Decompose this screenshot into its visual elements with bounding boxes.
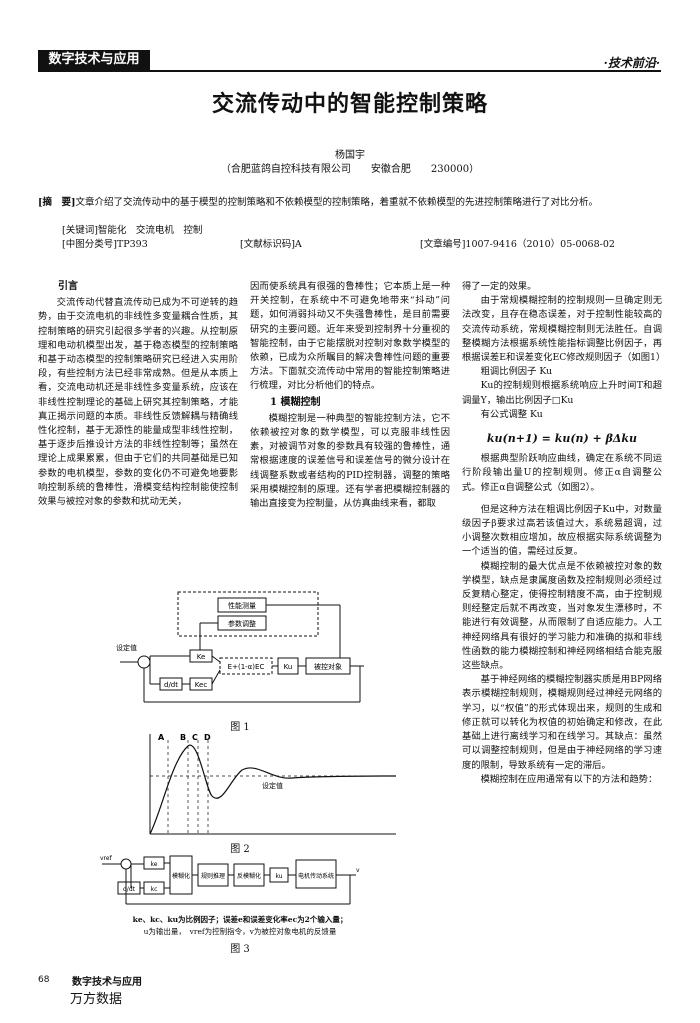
page-number: 68 <box>38 975 50 985</box>
setpoint-label: 设定值 <box>116 643 137 652</box>
figure-2-step-response: A B C D 设定值 <box>149 733 397 835</box>
ke-label: Ke <box>197 653 206 661</box>
affiliation: （合肥蓝鸽自控科技有限公司 安徽合肥 230000） <box>220 164 480 175</box>
figure-1-caption: 图 1 <box>230 722 250 733</box>
abstract-label: [摘 要] <box>38 197 76 208</box>
kc-label: kc <box>151 886 158 893</box>
paragraph: Ku的控制规则根据系统响应上升时间T和超调量Y，输出比例因子□Ku <box>462 380 662 406</box>
paragraph: 模糊控制在应用通常有以下的方法和趋势： <box>480 773 658 785</box>
paragraph: 模糊控制的最大优点是不依赖被控对象的数学模型，缺点是隶属度函数及控制规则必须经过… <box>462 560 662 672</box>
column-label: ·技术前沿· <box>603 56 660 70</box>
ddt-label: d/dt <box>164 681 178 689</box>
paragraph: 由于常规模糊控制的控制规则一旦确定则无法改变，且存在稳态误差，对于控制性能较高的… <box>462 295 666 364</box>
keywords: [关键词]智能化 交流电机 控制 <box>62 225 203 236</box>
param-adjust-label: 参数调整 <box>228 619 256 628</box>
ke-label: ke <box>151 861 158 868</box>
column-3: 得了一定的效果。 由于常规模糊控制的控制规则一旦确定则无法改变，且存在稳态误差，… <box>462 280 666 787</box>
section-heading-intro: 引言 <box>58 281 78 292</box>
ku-label: ku <box>275 873 282 880</box>
paragraph: 基于神经网络的模糊控制器实质是用BP网络表示模糊控制规则，模糊规则经过神经元网络… <box>462 674 662 771</box>
label-d: D <box>204 733 211 742</box>
column-1: 引言 交流传动代替直流传动已成为不可逆转的趋势，由于交流电机的非线性多变量耦合性… <box>38 280 238 509</box>
abstract: [摘 要]文章介绍了交流传动中的基于模型的控制策略和不依赖模型的控制策略，着重就… <box>38 196 660 209</box>
document-code: [文献标识码]A <box>240 239 302 250</box>
paragraph: 粗调比例因子 Ku <box>480 366 553 378</box>
response-curve <box>149 744 397 835</box>
paragraph: 根据典型阶跃响应曲线，确定在系统不同运行阶段输出量U的控制规则。修正α自调整公式… <box>462 453 662 493</box>
label-a: A <box>158 733 165 742</box>
paper-title: 交流传动中的智能控制策略 <box>211 91 488 117</box>
vref-label: vref <box>100 855 113 862</box>
section-heading-fuzzy: 1 模糊控制 <box>270 396 321 408</box>
header-rule <box>38 70 661 72</box>
kec-label: Kec <box>195 681 208 689</box>
ku-label: Ku <box>284 663 293 671</box>
label-c: C <box>192 733 198 742</box>
motor-drive-label: 电机传动系统 <box>298 872 334 880</box>
label-b: B <box>180 733 186 742</box>
paragraph: 得了一定的效果。 <box>462 281 537 292</box>
setpoint-label: 设定值 <box>262 781 283 790</box>
figure-1-block-diagram: 性能测量 参数调整 设定值 Ke Kec d/dt E+(1-α)EC Ku 被… <box>116 591 364 703</box>
figure-3-block-diagram: vref ke kc d/dt 模糊化 规则推理 反模糊化 ku 电机传动系统 … <box>100 855 360 905</box>
v-label: v <box>356 867 360 874</box>
fuzzy-formula-label: E+(1-α)EC <box>228 663 265 671</box>
perf-measure-label: 性能测量 <box>228 601 256 610</box>
article-number: [文章编号]1007-9416（2010）05-0068-02 <box>420 239 615 250</box>
footer-journal: 数字技术与应用 <box>72 977 142 988</box>
journal-section-badge: 数字技术与应用 <box>38 50 150 70</box>
defuzzification-label: 反模糊化 <box>237 872 261 880</box>
figure-3-note-2: u为输出量， vref为控制指令，v为被控对象电机的反馈量 <box>143 927 337 936</box>
formula: ku(n+1) = ku(n) + βΔku <box>486 432 638 446</box>
plant-label: 被控对象 <box>314 662 342 671</box>
author: 杨国宇 <box>335 150 365 161</box>
paragraph: 因而使系统具有很强的鲁棒性；它本质上是一种开关控制，在系统中不可避免地带来“抖动… <box>250 281 450 392</box>
paragraph: 模糊控制是一种典型的智能控制方法，它不依赖被控对象的数学模型，可以克服非线性因素… <box>250 412 450 510</box>
paragraph: 有公式调整 Ku <box>480 408 543 420</box>
figure-2-caption: 图 2 <box>230 844 250 855</box>
watermark: 万方数据 <box>70 992 123 1007</box>
rule-inference-label: 规则推理 <box>201 872 225 880</box>
paragraph: 但是这种方法在粗调比例因子Ku中，对数量级因子β要求过高若该值过大，系统易超调，… <box>462 503 662 558</box>
figure-3-note-1: ke、kc、ku为比例因子；误差e和误差变化率ec为2个输入量； <box>132 915 348 924</box>
paragraph: 交流传动代替直流传动已成为不可逆转的趋势，由于交流电机的非线性多变量耦合性质，其… <box>38 297 238 508</box>
abstract-text: 文章介绍了交流传动中的基于模型的控制策略和不依赖模型的控制策略，着重就不依赖模型… <box>75 197 599 208</box>
clc-number: [中图分类号]TP393 <box>62 239 148 250</box>
column-2: 因而使系统具有很强的鲁棒性；它本质上是一种开关控制，在系统中不可避免地带来“抖动… <box>250 280 450 511</box>
fuzzification-label: 模糊化 <box>172 872 190 880</box>
ddt-label: d/dt <box>123 886 136 893</box>
figure-3-caption: 图 3 <box>230 944 250 955</box>
